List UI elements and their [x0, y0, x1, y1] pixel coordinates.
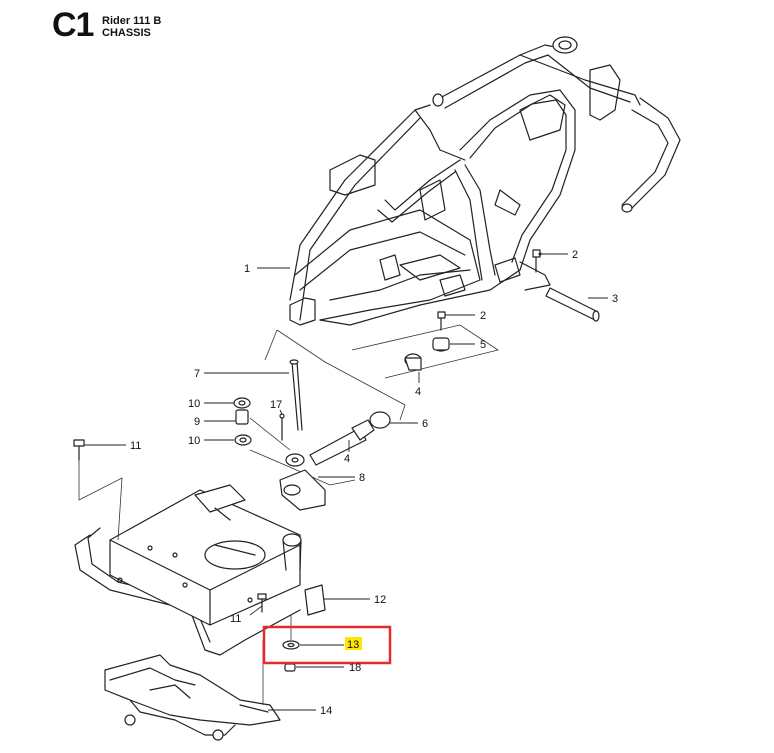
- svg-text:7: 7: [194, 368, 200, 380]
- callout-4-lower[interactable]: 4: [344, 440, 350, 465]
- callout-4-upper[interactable]: 4: [415, 372, 421, 398]
- bushing-group: [351, 311, 499, 379]
- svg-text:5: 5: [480, 339, 486, 351]
- callout-7[interactable]: 7: [194, 368, 289, 380]
- callout-5[interactable]: 5: [450, 339, 486, 351]
- svg-text:10: 10: [188, 435, 200, 447]
- highlight-label-bg: [345, 637, 362, 650]
- callout-11-lower[interactable]: 11: [230, 605, 263, 625]
- nut-18: [284, 663, 296, 672]
- svg-text:18: 18: [349, 662, 361, 674]
- svg-text:2: 2: [572, 249, 578, 261]
- svg-text:13: 13: [347, 639, 359, 651]
- pivot-pin-3: [545, 287, 600, 322]
- svg-text:4: 4: [415, 386, 421, 398]
- callout-18[interactable]: 18: [296, 662, 361, 674]
- pivot-assembly: [233, 359, 391, 511]
- callout-11-upper[interactable]: 11: [84, 440, 141, 452]
- callout-3[interactable]: 3: [588, 293, 618, 305]
- bottom-plate-14: [104, 654, 281, 741]
- callout-9[interactable]: 9: [194, 416, 236, 428]
- svg-text:11: 11: [230, 613, 241, 625]
- callout-1[interactable]: 1: [244, 263, 290, 275]
- svg-text:11: 11: [130, 440, 141, 452]
- svg-text:12: 12: [374, 594, 386, 606]
- chassis-frame: [289, 36, 681, 326]
- svg-text:2: 2: [480, 310, 486, 322]
- highlight-box: [262, 625, 392, 665]
- svg-text:3: 3: [612, 293, 618, 305]
- svg-text:17: 17: [270, 399, 282, 411]
- svg-text:1: 1: [244, 263, 250, 275]
- svg-text:4: 4: [344, 453, 350, 465]
- callout-14[interactable]: 14: [268, 705, 332, 717]
- section-code: C1: [52, 6, 94, 44]
- svg-text:14: 14: [320, 705, 332, 717]
- callout-6[interactable]: 6: [390, 418, 428, 430]
- callout-2-upper[interactable]: 2: [538, 249, 579, 261]
- svg-text:6: 6: [422, 418, 428, 430]
- model-name: Rider 111 B: [102, 15, 162, 27]
- svg-text:9: 9: [194, 416, 200, 428]
- washer-13: [282, 640, 300, 650]
- callout-12[interactable]: 12: [324, 594, 386, 606]
- callout-10-upper[interactable]: 10: [188, 398, 234, 410]
- bolt-11: [73, 439, 85, 461]
- svg-text:8: 8: [359, 472, 365, 484]
- lower-chassis: [74, 484, 326, 656]
- callout-13[interactable]: 13: [262, 625, 392, 665]
- callout-8[interactable]: 8: [318, 472, 365, 484]
- callout-2-lower[interactable]: 2: [445, 310, 486, 322]
- callout-17[interactable]: 17: [270, 399, 283, 415]
- callout-10-lower[interactable]: 10: [188, 435, 234, 447]
- section-title: CHASSIS: [102, 27, 151, 39]
- svg-text:10: 10: [188, 398, 200, 410]
